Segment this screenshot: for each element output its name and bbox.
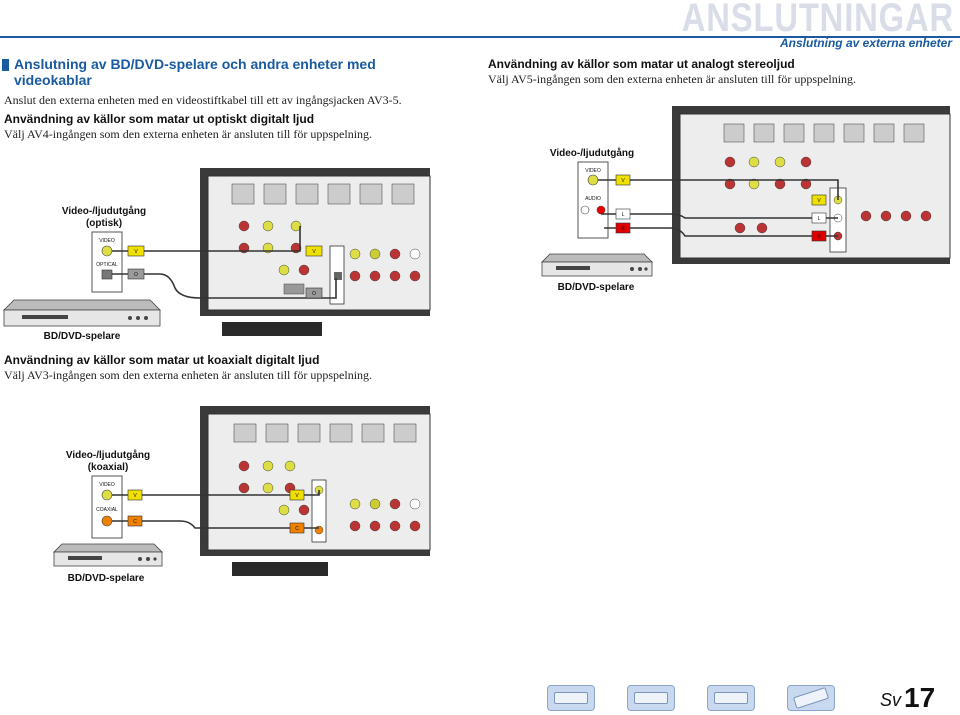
jack-label-video: VIDEO: [585, 168, 601, 174]
menu-icon: [634, 692, 668, 704]
player-jack-panel: [91, 231, 123, 293]
bd-dvd-player-icon: [3, 299, 161, 327]
jack-label-optical: OPTICAL: [96, 262, 118, 268]
optical-subsection-text: Välj AV4-ingången som den externa enhete…: [4, 127, 373, 141]
section-intro: Anslut den externa enheten med en videos…: [4, 93, 402, 107]
optical-plug: O: [127, 268, 145, 280]
analog-subsection-title: Användning av källor som matar ut analog…: [488, 57, 795, 71]
nav-menu-button[interactable]: [627, 685, 675, 711]
video-plug-receiver: V: [811, 194, 827, 206]
header-rule: [0, 36, 960, 38]
player-jack-panel: [577, 161, 609, 239]
page-number: 17: [904, 682, 936, 713]
analog-connection-diagram: Video-/ljudutgång VIDEO AUDIO V V L L R …: [541, 106, 951, 293]
left-plug-receiver: L: [811, 212, 827, 224]
coaxial-output-label-1: Video-/ljudutgång: [66, 449, 150, 461]
bd-dvd-player-icon: [53, 543, 163, 567]
player-jack-panel: [91, 475, 123, 539]
coaxial-plug: C: [127, 515, 143, 527]
video-plug: V: [127, 489, 143, 501]
video-plug-receiver: V: [305, 245, 323, 257]
svg-text:V: V: [295, 493, 299, 499]
section-marker: [2, 59, 9, 71]
coaxial-subsection-title: Användning av källor som matar ut koaxia…: [4, 353, 320, 367]
receiver-rear-panel: [200, 406, 431, 556]
video-plug: V: [615, 174, 631, 186]
video-plug: V: [127, 245, 145, 257]
bd-dvd-player-icon: [541, 253, 653, 277]
svg-text:L: L: [818, 216, 821, 222]
optical-plug-receiver: O: [305, 287, 323, 299]
video-plug-receiver: V: [289, 489, 305, 501]
optical-connection-diagram: Video-/ljudutgång (optisk) VIDEO OPTICAL…: [3, 168, 431, 342]
receiver-foot: [232, 562, 328, 576]
coaxial-jack-icon: [101, 515, 113, 527]
section-title: Anslutning av BD/DVD-spelare och andra e…: [14, 56, 376, 88]
receiver-rear-panel: [672, 106, 951, 264]
nav-front-panel-button[interactable]: [707, 685, 755, 711]
svg-text:V: V: [312, 249, 316, 255]
svg-text:R: R: [621, 226, 625, 232]
svg-text:C: C: [133, 519, 137, 525]
jack-label-video: VIDEO: [99, 238, 115, 244]
nav-contents-button[interactable]: [547, 685, 595, 711]
optical-output-label-1: Video-/ljudutgång: [62, 205, 146, 217]
optical-output-label-2: (optisk): [86, 218, 122, 229]
svg-text:V: V: [817, 198, 821, 204]
analog-device-label: BD/DVD-spelare: [558, 282, 635, 293]
coaxial-plug-receiver: C: [289, 522, 305, 534]
coaxial-connection-diagram: Video-/ljudutgång (koaxial) VIDEO COAXIA…: [53, 406, 431, 584]
chapter-subtitle: Anslutning av externa enheter: [779, 36, 952, 50]
nav-remote-button[interactable]: [787, 685, 835, 711]
front-panel-icon: [714, 692, 748, 704]
optical-subsection-title: Användning av källor som matar ut optisk…: [4, 112, 315, 126]
svg-text:V: V: [621, 178, 625, 184]
svg-text:L: L: [622, 212, 625, 218]
left-plug: L: [615, 208, 631, 220]
analog-output-label: Video-/ljudutgång: [550, 147, 634, 159]
svg-text:V: V: [133, 493, 137, 499]
coaxial-output-label-2: (koaxial): [88, 462, 129, 473]
right-plug-receiver: R: [811, 230, 827, 242]
jack-label-coaxial: COAXIAL: [96, 507, 118, 513]
remote-icon: [792, 687, 830, 709]
coaxial-subsection-text: Välj AV3-ingången som den externa enhete…: [4, 368, 373, 382]
svg-text:R: R: [817, 234, 821, 240]
svg-text:O: O: [134, 272, 138, 278]
svg-text:V: V: [134, 249, 138, 255]
svg-text:O: O: [312, 291, 316, 297]
right-plug: R: [615, 222, 631, 234]
video-jack-icon: [101, 245, 113, 257]
contents-icon: [554, 692, 588, 704]
video-jack-icon: [101, 489, 113, 501]
video-jack-icon: [587, 174, 599, 186]
coaxial-device-label: BD/DVD-spelare: [68, 573, 145, 584]
svg-text:C: C: [295, 526, 299, 532]
jack-label-audio: AUDIO: [585, 196, 601, 202]
chapter-title: ANSLUTNINGAR: [681, 0, 954, 40]
page-language: Sv: [880, 690, 902, 710]
analog-subsection-text: Välj AV5-ingången som den externa enhete…: [488, 72, 857, 86]
left-audio-jack-icon: [580, 205, 590, 215]
jack-label-video: VIDEO: [99, 482, 115, 488]
receiver-rear-panel: [200, 168, 431, 336]
optical-jack-icon: [101, 269, 113, 280]
optical-device-label: BD/DVD-spelare: [44, 331, 121, 342]
right-audio-jack-icon: [596, 205, 606, 215]
